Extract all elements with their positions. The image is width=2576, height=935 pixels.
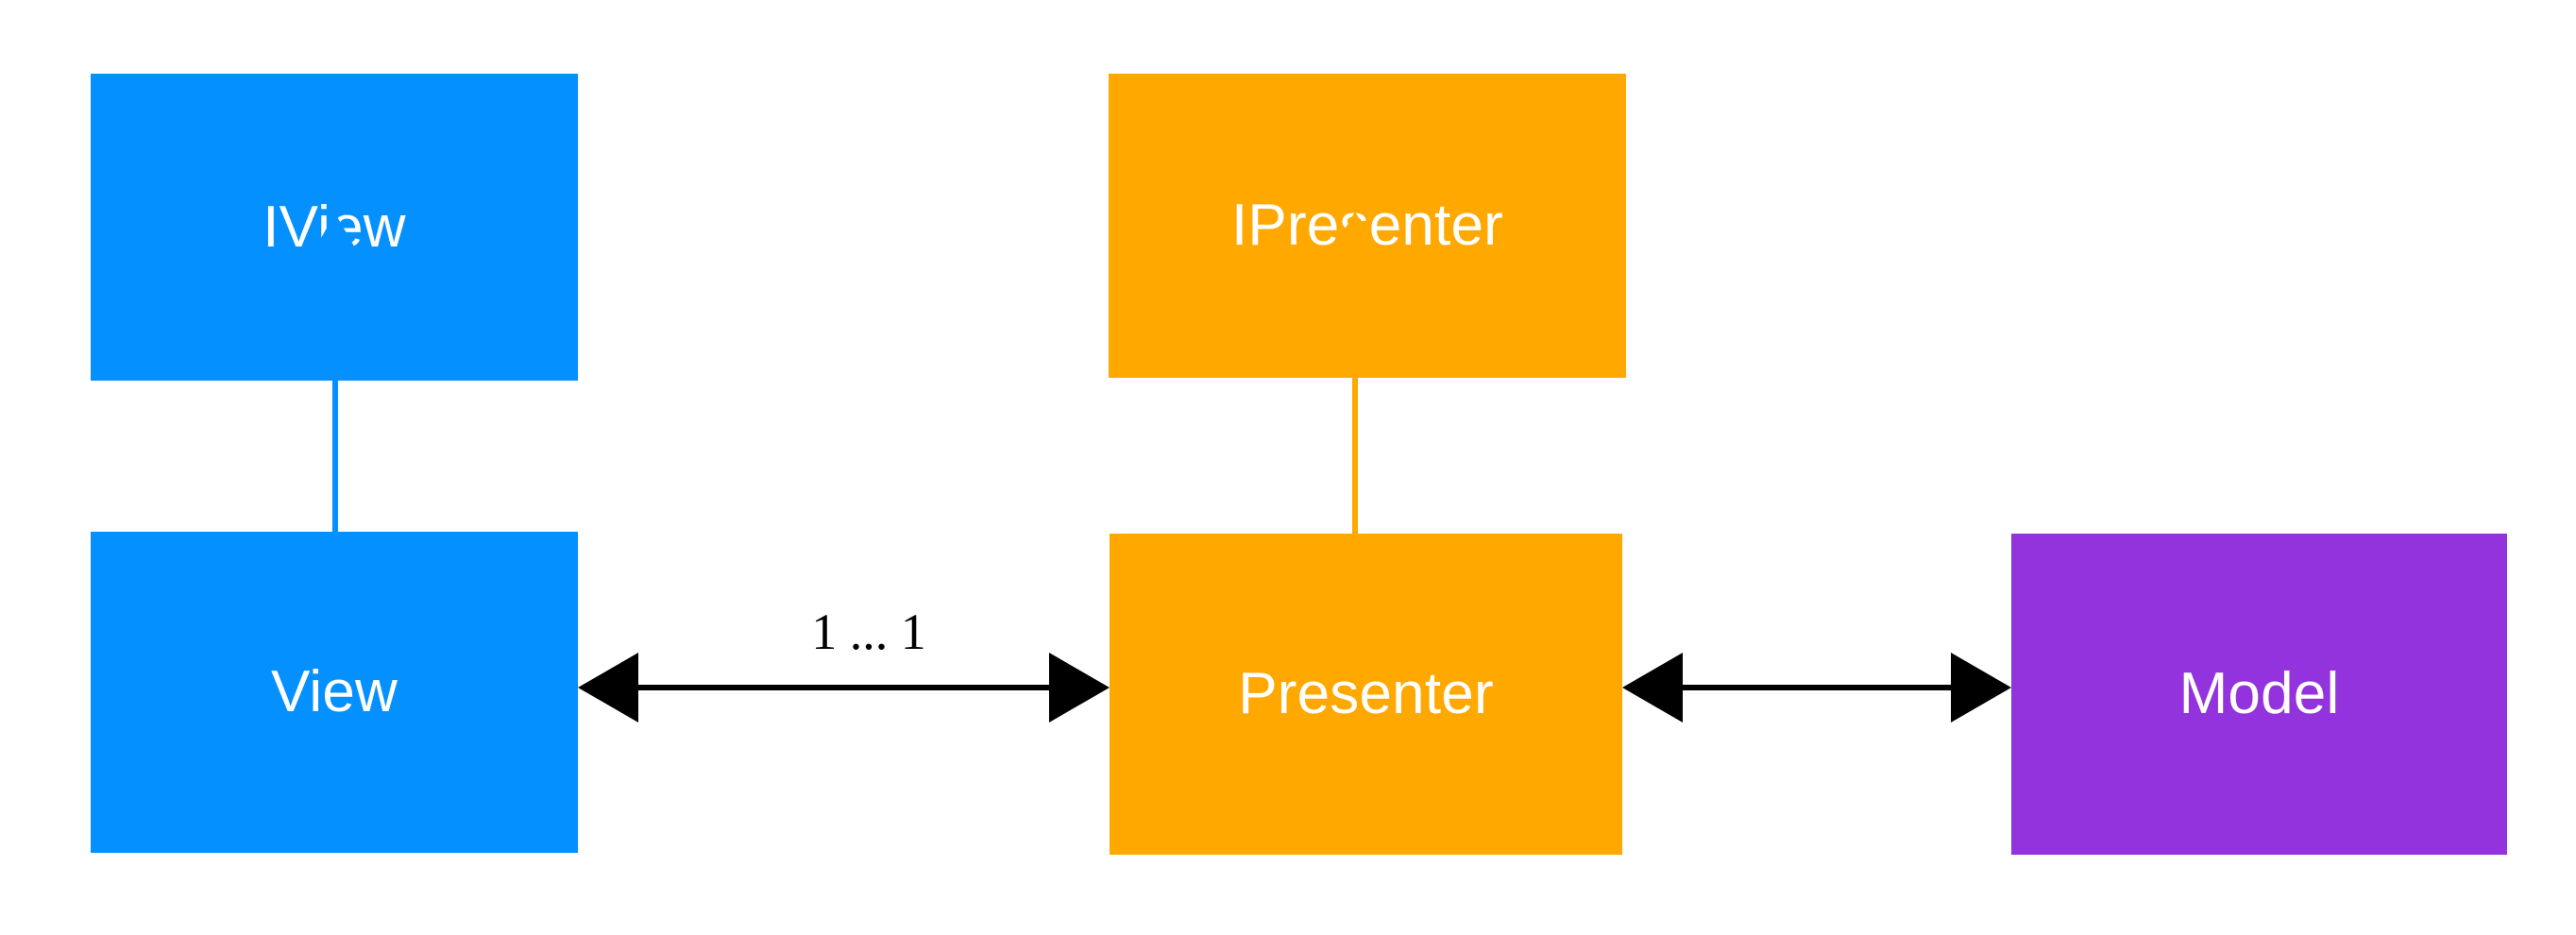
edge-label-view-presenter: 1 ... 1 xyxy=(811,604,926,660)
edge-view-presenter-arrowhead-left xyxy=(578,653,638,722)
node-presenter-label: Presenter xyxy=(1238,661,1494,726)
edge-view-presenter-arrowhead-right xyxy=(1049,653,1110,722)
node-iview[interactable]: IView xyxy=(91,74,578,381)
edge-presenter-model-arrowhead-left xyxy=(1622,653,1683,722)
node-iview-label: IView xyxy=(263,194,406,260)
node-model[interactable]: Model xyxy=(2011,534,2507,855)
node-ipresenter[interactable]: IPresenter xyxy=(1109,74,1626,378)
edge-presenter-model-arrowhead-right xyxy=(1951,653,2011,722)
edge-view-presenter xyxy=(578,653,1110,722)
node-view[interactable]: View xyxy=(91,532,578,853)
node-ipresenter-label: IPresenter xyxy=(1230,193,1504,258)
node-view-label: View xyxy=(270,659,398,724)
edge-presenter-model xyxy=(1622,653,2011,722)
node-presenter[interactable]: Presenter xyxy=(1110,534,1622,855)
node-model-label: Model xyxy=(2178,661,2340,726)
